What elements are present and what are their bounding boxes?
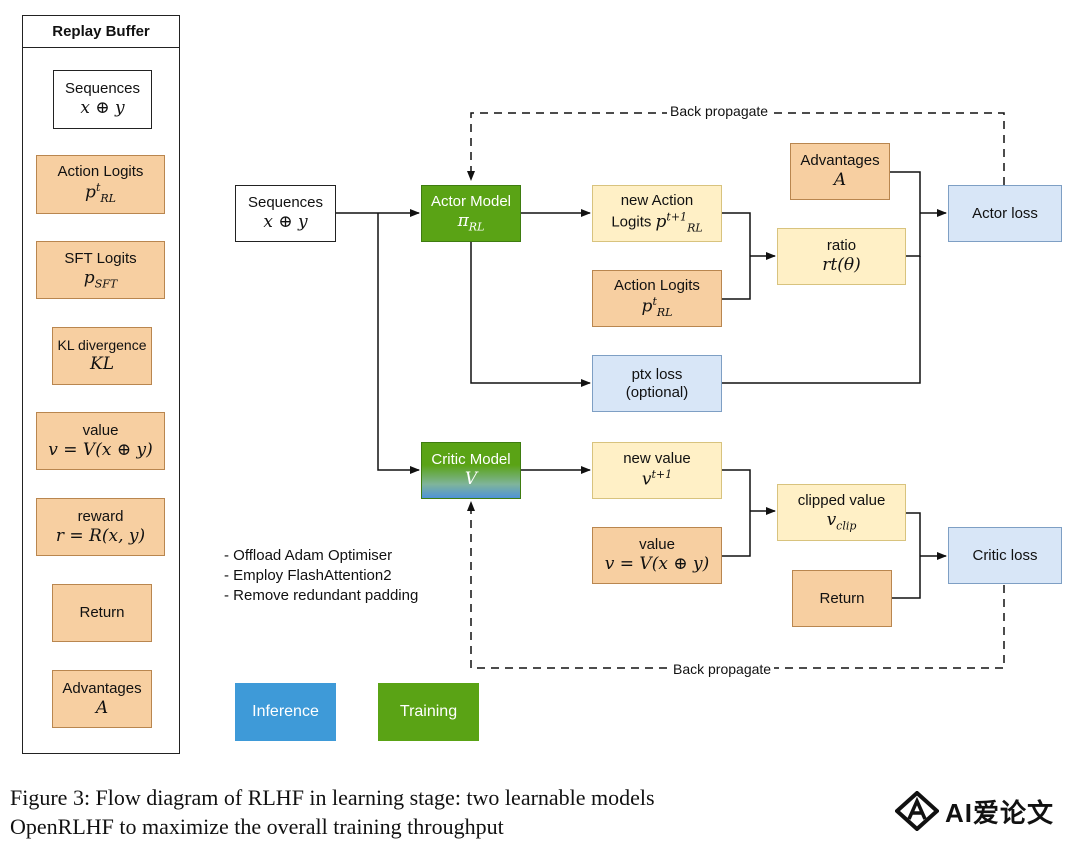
clipped-value-label: clipped value xyxy=(797,492,886,510)
bracket-values xyxy=(722,469,751,557)
action-logits-label: Action Logits xyxy=(614,277,700,295)
actor-loss-label: Actor loss xyxy=(972,204,1038,222)
rb-sft-logits: SFT Logits pSFT xyxy=(36,241,165,299)
ptx-loss-node: ptx loss (optional) xyxy=(592,355,722,412)
note-flash-attention: - Employ FlashAttention2 xyxy=(224,567,392,584)
arrow-actor-ptx xyxy=(470,242,591,387)
advantages-node: Advantages A xyxy=(790,143,890,200)
critic-model-label: Critic Model xyxy=(431,451,511,469)
optimisation-notes: - Offload Adam Optimiser - Employ FlashA… xyxy=(224,546,418,606)
ratio-node: ratio rt(θ) xyxy=(777,228,906,285)
legend-inference: Inference xyxy=(235,683,336,741)
backprop-actor-path xyxy=(467,112,1005,185)
rb-action-logits-label: Action Logits xyxy=(57,163,144,181)
critic-model-node: Critic Model V xyxy=(421,442,521,499)
rb-sequences-math: x ⊕ y xyxy=(80,98,125,119)
rb-value-math: v = V(x ⊕ y) xyxy=(48,439,153,460)
actor-loss-node: Actor loss xyxy=(948,185,1062,242)
action-logits-math: ptRL xyxy=(641,295,673,320)
watermark-logo: AI爱论文 xyxy=(895,787,1070,835)
new-action-logits-label-2: Logits xyxy=(611,214,652,232)
actor-model-label: Actor Model xyxy=(430,193,512,211)
back-propagate-label-top: Back propagate xyxy=(667,103,772,119)
arrow-sequences-critic xyxy=(377,213,420,474)
new-value-label: new value xyxy=(623,450,691,468)
line-ptx-join xyxy=(722,256,921,384)
new-action-logits-label: new Action xyxy=(620,192,694,210)
legend-training-label: Training xyxy=(399,703,458,720)
rb-sft-logits-label: SFT Logits xyxy=(64,249,137,267)
rb-value: value v = V(x ⊕ y) xyxy=(36,412,165,470)
figure-caption: Figure 3: Flow diagram of RLHF in learni… xyxy=(10,783,870,841)
rb-action-logits: Action Logits ptRL xyxy=(36,155,165,214)
legend-training: Training xyxy=(378,683,479,741)
advantages-math: A xyxy=(833,170,847,191)
rb-sft-logits-math: pSFT xyxy=(83,267,118,291)
rb-advantages-math: A xyxy=(95,697,109,718)
note-offload-adam: - Offload Adam Optimiser xyxy=(224,547,393,564)
caption-line-1: Figure 3: Flow diagram of RLHF in learni… xyxy=(10,785,655,810)
rb-value-label: value xyxy=(82,421,119,439)
new-action-logits-line2: Logits pt+1RL xyxy=(611,210,703,235)
sequences-node-label: Sequences xyxy=(247,194,324,212)
advantages-label: Advantages xyxy=(800,152,880,170)
rb-kl-divergence: KL divergence KL xyxy=(52,327,152,385)
clipped-value-node: clipped value vclip xyxy=(777,484,906,541)
rb-sequences-label: Sequences xyxy=(64,80,141,98)
return-label: Return xyxy=(819,589,865,607)
new-value-math: vt+1 xyxy=(641,468,673,491)
value-math: v = V(x ⊕ y) xyxy=(604,554,710,575)
action-logits-node: Action Logits ptRL xyxy=(592,270,722,327)
backprop-critic-path xyxy=(467,501,1005,669)
rb-reward-label: reward xyxy=(77,507,124,525)
rb-return-label: Return xyxy=(79,604,125,621)
ratio-label: ratio xyxy=(826,237,857,255)
diamond-a-icon xyxy=(895,791,939,831)
caption-line-2: OpenRLHF to maximize the overall trainin… xyxy=(10,814,504,839)
bracket-logits xyxy=(722,212,751,300)
logo-text: AI爱论文 xyxy=(945,797,1055,828)
bracket-actor xyxy=(890,171,921,257)
replay-buffer-title: Replay Buffer xyxy=(23,16,179,48)
return-node: Return xyxy=(792,570,892,627)
critic-model-math: V xyxy=(464,469,478,490)
value-node: value v = V(x ⊕ y) xyxy=(592,527,722,584)
clipped-value-math: vclip xyxy=(826,510,857,533)
ptx-loss-optional: (optional) xyxy=(625,383,689,401)
rb-advantages-label: Advantages xyxy=(62,679,142,697)
sequences-node: Sequences x ⊕ y xyxy=(235,185,336,242)
ptx-loss-label: ptx loss xyxy=(631,365,683,383)
rb-reward-math: r = R(x, y) xyxy=(55,525,146,546)
rb-return: Return xyxy=(52,584,152,642)
new-value-node: new value vt+1 xyxy=(592,442,722,499)
rb-sequences: Sequences x ⊕ y xyxy=(53,70,152,129)
rb-kl-label: KL divergence xyxy=(57,337,147,354)
sequences-node-math: x ⊕ y xyxy=(263,212,308,233)
rb-kl-math: KL xyxy=(90,354,114,375)
actor-model-node: Actor Model πRL xyxy=(421,185,521,242)
new-action-logits-node: new Action Logits pt+1RL xyxy=(592,185,722,242)
legend-inference-label: Inference xyxy=(252,703,319,720)
critic-loss-label: Critic loss xyxy=(972,546,1038,564)
critic-loss-node: Critic loss xyxy=(948,527,1062,584)
rb-advantages: Advantages A xyxy=(52,670,152,728)
rb-action-logits-math: ptRL xyxy=(85,181,116,206)
note-remove-padding: - Remove redundant padding xyxy=(224,587,419,604)
value-label: value xyxy=(639,536,675,554)
ratio-math: rt(θ) xyxy=(822,255,861,276)
rb-reward: reward r = R(x, y) xyxy=(36,498,165,556)
actor-model-math: πRL xyxy=(457,211,485,234)
back-propagate-label-bottom: Back propagate xyxy=(670,661,775,677)
